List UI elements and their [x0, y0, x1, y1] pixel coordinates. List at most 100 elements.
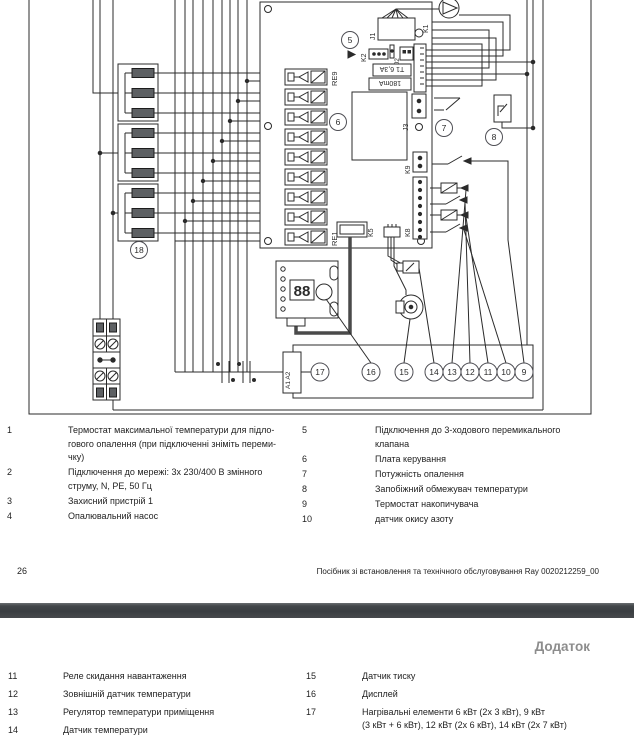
seven-segment-display [289, 279, 315, 301]
legend-num: 8 [302, 483, 308, 494]
callout-16: 16 [366, 367, 376, 377]
relay-label-re9: RE9 [330, 71, 339, 86]
legend-num: 11 [8, 671, 18, 681]
label-k1: K1 [423, 24, 430, 33]
legend-item-13: 13 Регулятор температури приміщення [8, 706, 298, 719]
diagram-frame [28, 0, 592, 415]
contact-heating-power [434, 97, 461, 111]
legend-page1-left: 1 Термостат максимальної температури для… [7, 424, 297, 525]
callout-11: 11 [484, 367, 493, 377]
callout-10: 10 [501, 367, 511, 377]
connector-k9 [412, 151, 428, 173]
pin-header [413, 43, 427, 93]
legend-page2-right: 15 Датчик тиску 16 Дисплей 17 Нагрівальн… [306, 670, 626, 737]
transformer-box [351, 91, 408, 161]
heater-group-2 [117, 123, 159, 182]
callout-6: 6 [336, 117, 341, 127]
label-k2: K2 [361, 53, 368, 62]
fuse-main-label: T1 6,3A [379, 65, 404, 72]
legend-text: Потужність опалення [375, 468, 464, 479]
legend-num: 16 [306, 689, 317, 699]
legend-page2-left: 11 Реле скидання навантаження 12 Зовнішн… [8, 670, 298, 742]
legend-item-7: 7 Потужність опалення [302, 468, 602, 482]
legend-item-11: 11 Реле скидання навантаження [8, 670, 298, 683]
legend-num: 15 [306, 671, 317, 681]
page-footer: 26 Посібник зі встановлення та технічног… [0, 566, 634, 580]
legend-item-6: 6 Плата керування [302, 453, 602, 467]
legend-item-4: 4 Опалювальний насос [7, 510, 297, 524]
legend-num: 5 [302, 425, 308, 435]
footer-manual-title: Посібник зі встановлення та технічного о… [316, 567, 599, 576]
legend-item-15: 15 Датчик тиску [306, 670, 626, 683]
fuse-small-label: 180mA [379, 79, 402, 86]
legend-text: Підключення до мережі: 3x 230/400 В змін… [68, 467, 263, 491]
legend-item-2: 2 Підключення до мережі: 3x 230/400 В зм… [7, 466, 297, 493]
callout-7: 7 [442, 123, 447, 133]
legend-num: 14 [8, 725, 19, 735]
callout-17: 17 [315, 367, 325, 377]
callout-circles [130, 31, 534, 382]
callout-15: 15 [399, 367, 409, 377]
legend-text: Зовнішній датчик температури [63, 689, 191, 699]
page-separator-bar [0, 603, 634, 618]
label-j1: J1 [370, 33, 377, 41]
legend-num: 7 [302, 468, 308, 479]
legend-text: Плата керування [375, 453, 447, 464]
label-j2: J2 [394, 58, 401, 65]
legend-text: Регулятор температури приміщення [63, 707, 215, 717]
legend-text: Термостат накопичувача [375, 498, 479, 509]
fuse-small-box [368, 77, 412, 91]
callout-13: 13 [447, 367, 457, 377]
legend-num: 9 [302, 498, 308, 509]
display-digits: 88 [294, 283, 311, 300]
display-button-top [329, 265, 339, 281]
legend-text: Запобіжний обмежувач температури [375, 483, 528, 494]
fuse-main-box [372, 63, 412, 77]
callout-8: 8 [492, 132, 497, 142]
legend-item-1: 1 Термостат максимальної температури для… [7, 424, 297, 465]
legend-item-9: 9 Термостат накопичувача [302, 498, 602, 512]
legend-item-16: 16 Дисплей [306, 688, 626, 701]
legend-text: датчик окису азоту [375, 513, 454, 524]
legend-text: Підключення до 3-ходового перемикального… [375, 425, 561, 449]
relay-k1-box [377, 17, 416, 41]
legend-text: Дисплей [362, 689, 398, 699]
legend-num: 1 [7, 425, 13, 435]
legend-text: Захисний пристрій 1 [68, 495, 154, 506]
page-number: 26 [17, 566, 28, 576]
label-k9: K9 [405, 165, 412, 174]
heater-group-1 [117, 63, 159, 122]
legend-item-12: 12 Зовнішній датчик температури [8, 688, 298, 701]
callout-18: 18 [134, 245, 144, 255]
legend-item-10: 10 датчик окису азоту [302, 513, 602, 527]
legend-num: 12 [8, 689, 19, 699]
callout-9: 9 [522, 367, 527, 377]
legend-text: Термостат максимальної температури для п… [68, 425, 277, 462]
relay-label-re1: RE1 [330, 231, 339, 246]
display-knob [315, 283, 333, 301]
relay [284, 68, 328, 86]
legend-text: Датчик температури [63, 725, 148, 735]
legend-item-8: 8 Запобіжний обмежувач температури [302, 483, 602, 497]
wiring-diagram: RE9 RE1 K1 J1 K2 J2 T1 6,3A 180mA J3 [28, 0, 592, 415]
legend-item-14: 14 Датчик температури [8, 724, 298, 737]
legend-item-17: 17 Нагрівальні елементи 6 кВт (2x 3 кВт)… [306, 706, 626, 732]
legend-page1-right: 5 Підключення до 3-ходового перемикально… [302, 424, 602, 528]
connector-j3 [411, 93, 427, 119]
legend-num: 2 [7, 467, 13, 477]
legend-num: 3 [7, 495, 13, 506]
label-a1a2: A1 A2 [285, 371, 292, 389]
legend-text: Датчик тиску [362, 671, 416, 681]
legend-text: Реле скидання навантаження [63, 671, 187, 681]
legend-num: 17 [306, 707, 317, 717]
legend-item-5: 5 Підключення до 3-ходового перемикально… [302, 424, 602, 451]
heater-group-3 [117, 183, 159, 242]
legend-num: 6 [302, 453, 308, 464]
sensor-harness-connector [383, 226, 401, 238]
legend-num: 4 [7, 510, 13, 521]
label-j3: J3 [403, 124, 410, 132]
callout-14: 14 [429, 367, 439, 377]
label-k8: K8 [405, 228, 412, 237]
legend-num: 13 [8, 707, 19, 717]
legend-text: Опалювальний насос [68, 510, 159, 521]
